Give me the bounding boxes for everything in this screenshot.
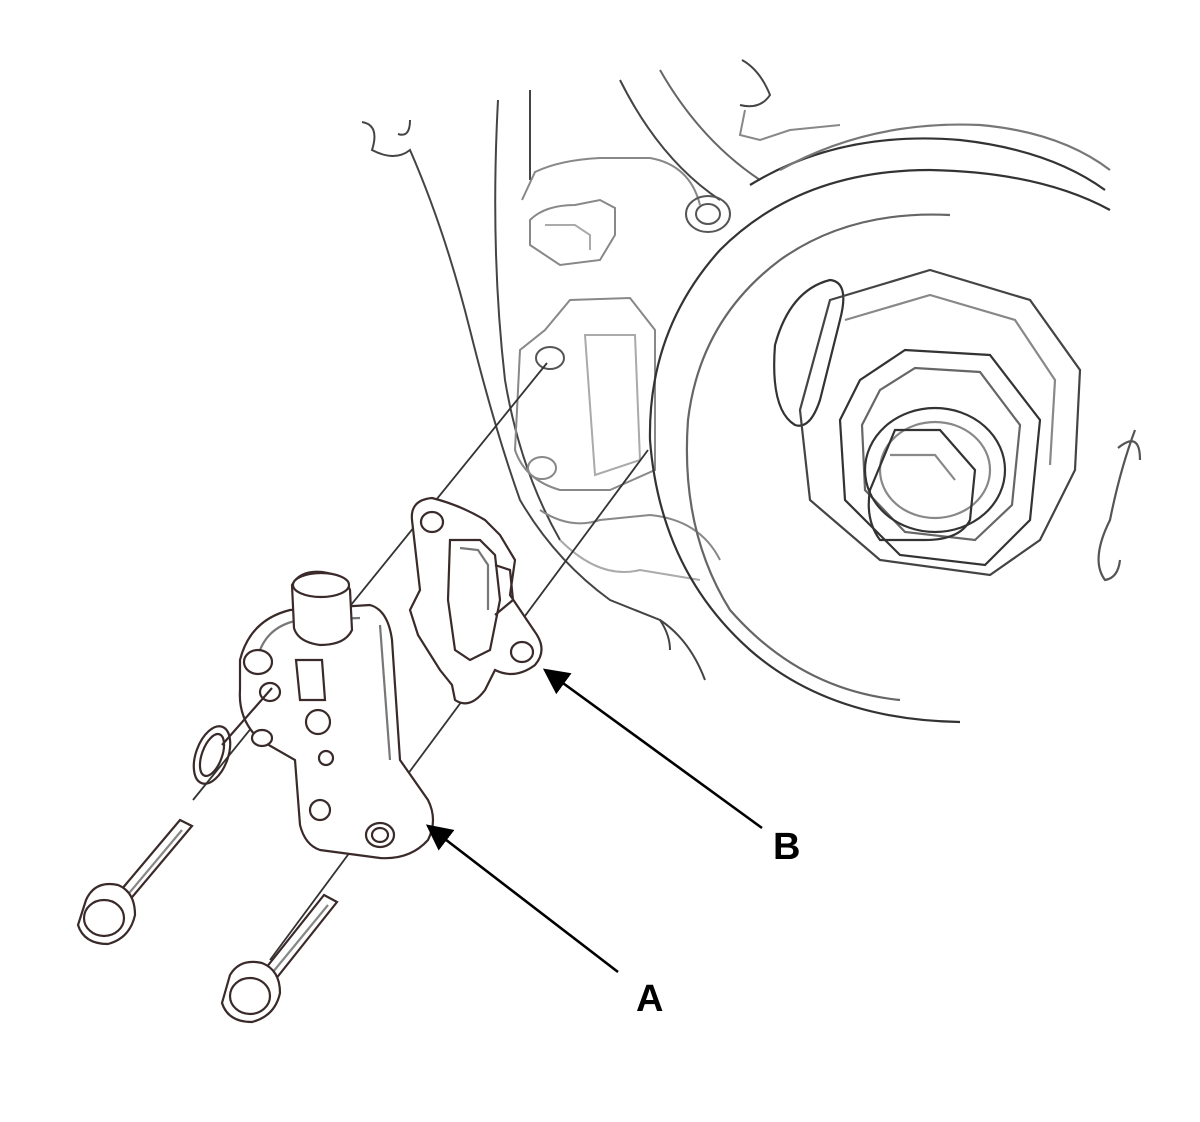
gasket-b <box>408 496 543 705</box>
callout-label-a: A <box>636 978 664 1020</box>
o-ring <box>192 687 273 785</box>
leader-arrow-a <box>425 824 619 974</box>
lower-alignment-line <box>269 449 649 961</box>
callout-label-b: B <box>773 826 801 868</box>
leader-arrow-b <box>542 668 763 830</box>
bolt-lower <box>220 893 339 1024</box>
leader-arrows <box>425 668 763 974</box>
bolt-upper <box>76 818 194 946</box>
crankshaft-pulley <box>648 123 1142 724</box>
tensioner-body-a <box>238 570 435 860</box>
engine-block <box>361 59 841 681</box>
